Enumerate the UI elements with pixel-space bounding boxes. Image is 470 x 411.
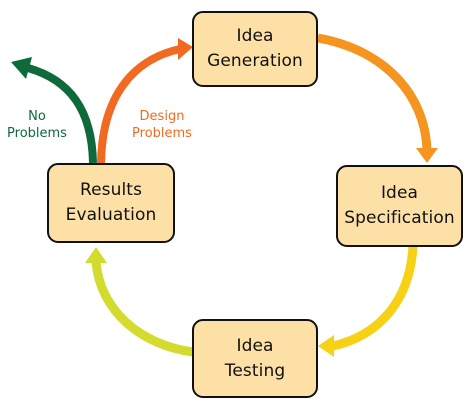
node-idea-testing-line2: Testing [224, 360, 286, 381]
node-idea-testing-line1: Idea [236, 335, 274, 356]
arrow-design-problems-head [178, 38, 193, 60]
label-design-problems-line2: Problems [132, 126, 192, 141]
node-idea-specification: Idea Specification [336, 165, 463, 247]
node-results-evaluation-line1: Results [79, 180, 143, 200]
node-idea-generation-line1: Idea [236, 26, 274, 46]
arrow-specification-to-testing-head [318, 335, 334, 357]
arrow-generation-to-specification-head [416, 148, 438, 163]
node-idea-specification-line1: Idea [380, 183, 419, 203]
arrow-generation-to-specification [317, 33, 432, 151]
arrow-no-problems-head [11, 57, 32, 79]
label-design-problems-line1: Design [139, 109, 185, 124]
arrow-no-problems [26, 64, 97, 164]
label-no-problems-line1: No [28, 109, 46, 124]
label-no-problems: No Problems [2, 108, 72, 142]
arrow-testing-to-evaluation [91, 261, 194, 357]
arrow-specification-to-testing [331, 245, 418, 351]
arrow-testing-to-evaluation-head [85, 247, 107, 263]
node-idea-generation-line2: Generation [207, 51, 303, 71]
node-idea-specification-line2: Specification [344, 208, 455, 228]
node-results-evaluation-line2: Evaluation [65, 205, 157, 225]
arrow-design-problems [97, 45, 181, 164]
node-results-evaluation: Results Evaluation [47, 163, 175, 243]
label-no-problems-line2: Problems [7, 126, 67, 141]
node-idea-generation: Idea Generation [192, 11, 318, 87]
node-idea-testing: Idea Testing [192, 319, 318, 398]
label-design-problems: Design Problems [124, 108, 200, 142]
